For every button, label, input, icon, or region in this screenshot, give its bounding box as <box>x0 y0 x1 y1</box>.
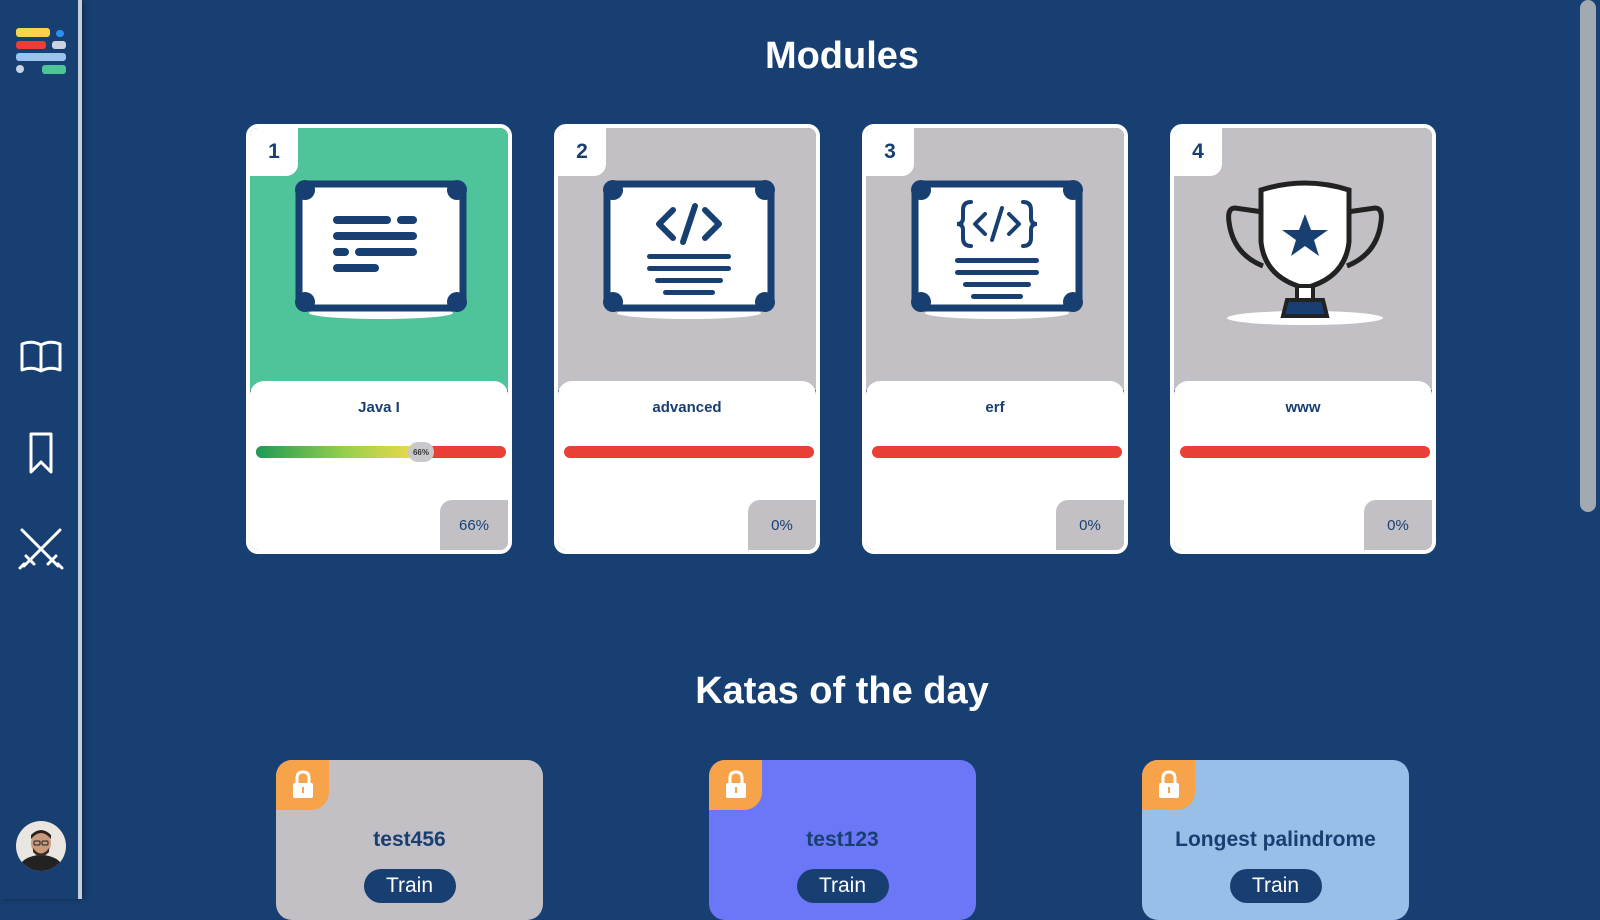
module-body: www <box>1174 381 1432 550</box>
lock-icon <box>276 760 329 810</box>
module-number: 4 <box>1174 128 1222 176</box>
progress-bar <box>872 446 1122 458</box>
progress-knob: 66% <box>408 442 434 462</box>
module-title: advanced <box>652 399 722 416</box>
sidebar <box>0 0 82 899</box>
module-number: 1 <box>250 128 298 176</box>
progress-percent-badge: 0% <box>1364 500 1432 550</box>
module-title: www <box>1285 399 1321 416</box>
user-avatar[interactable] <box>16 821 66 871</box>
train-button[interactable]: Train <box>363 869 456 903</box>
kata-title: Longest palindrome <box>1175 828 1376 851</box>
module-card-4[interactable]: 4 www 0% <box>1170 124 1436 554</box>
progress-bar: 66% <box>256 442 506 462</box>
module-card-3[interactable]: 3 erf 0% <box>862 124 1128 554</box>
train-button[interactable]: Train <box>796 869 889 903</box>
book-open-icon[interactable] <box>18 334 64 380</box>
kata-card-3[interactable]: Longest palindrome Train <box>1142 760 1409 920</box>
module-header <box>866 128 1124 390</box>
module-card-2[interactable]: 2 advanced 0% <box>554 124 820 554</box>
kata-card-2[interactable]: test123 Train <box>709 760 976 920</box>
train-button[interactable]: Train <box>1229 869 1322 903</box>
module-card-1[interactable]: 1 Java I 66% 66% <box>246 124 512 554</box>
module-body: erf <box>866 381 1124 550</box>
lock-icon <box>709 760 762 810</box>
progress-bar <box>1180 446 1430 458</box>
module-title: Java I <box>358 399 400 416</box>
module-number: 3 <box>866 128 914 176</box>
code-tag-icon <box>603 180 775 319</box>
app-logo-icon[interactable] <box>16 28 68 76</box>
katas-title: Katas of the day <box>695 670 989 712</box>
trophy-icon <box>1226 180 1384 325</box>
kata-card-1[interactable]: test456 Train <box>276 760 543 920</box>
code-braces-icon <box>911 180 1083 319</box>
module-title: erf <box>985 399 1005 416</box>
progress-bar <box>564 446 814 458</box>
scrollbar-thumb[interactable] <box>1580 0 1596 512</box>
crossed-swords-icon[interactable] <box>18 526 64 572</box>
progress-percent-badge: 66% <box>440 500 508 550</box>
module-number: 2 <box>558 128 606 176</box>
progress-percent-badge: 0% <box>748 500 816 550</box>
bookmark-icon[interactable] <box>18 430 64 476</box>
kata-title: test456 <box>373 828 446 851</box>
progress-fill <box>256 446 421 458</box>
modules-title: Modules <box>764 35 920 77</box>
progress-percent-badge: 0% <box>1056 500 1124 550</box>
kata-title: test123 <box>806 828 879 851</box>
lock-icon <box>1142 760 1195 810</box>
module-header <box>250 128 508 390</box>
scrollbar-track[interactable] <box>1580 0 1600 899</box>
document-text-icon <box>295 180 467 319</box>
